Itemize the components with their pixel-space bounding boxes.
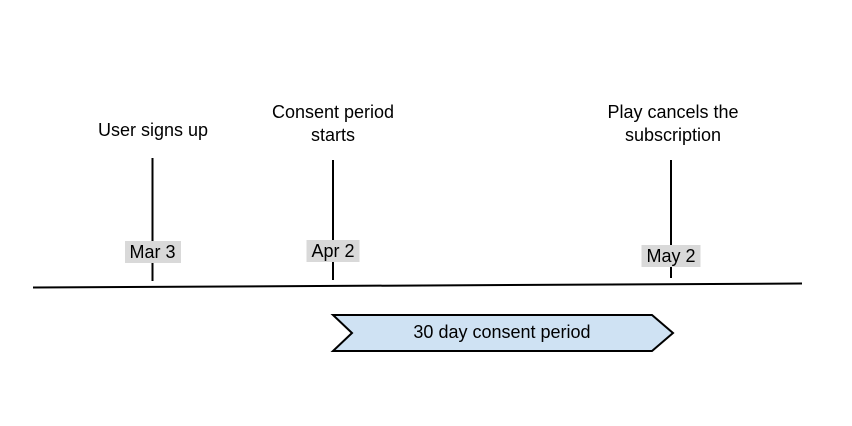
consent-period-arrow	[330, 314, 675, 352]
event-title-user-signs-up: User signs up	[97, 120, 209, 140]
date-badge-apr-2: Apr 2	[306, 240, 360, 262]
event-title-play-cancels-subscription: Play cancels the subscription	[607, 102, 739, 145]
event-title-consent-period-starts: Consent period starts	[271, 102, 395, 145]
date-badge-mar-3: Mar 3	[124, 241, 181, 263]
consent-period-arrow-label: 30 day consent period	[413, 322, 591, 342]
timeline-axis-line	[32, 282, 803, 289]
date-badge-may-2: May 2	[641, 245, 701, 267]
